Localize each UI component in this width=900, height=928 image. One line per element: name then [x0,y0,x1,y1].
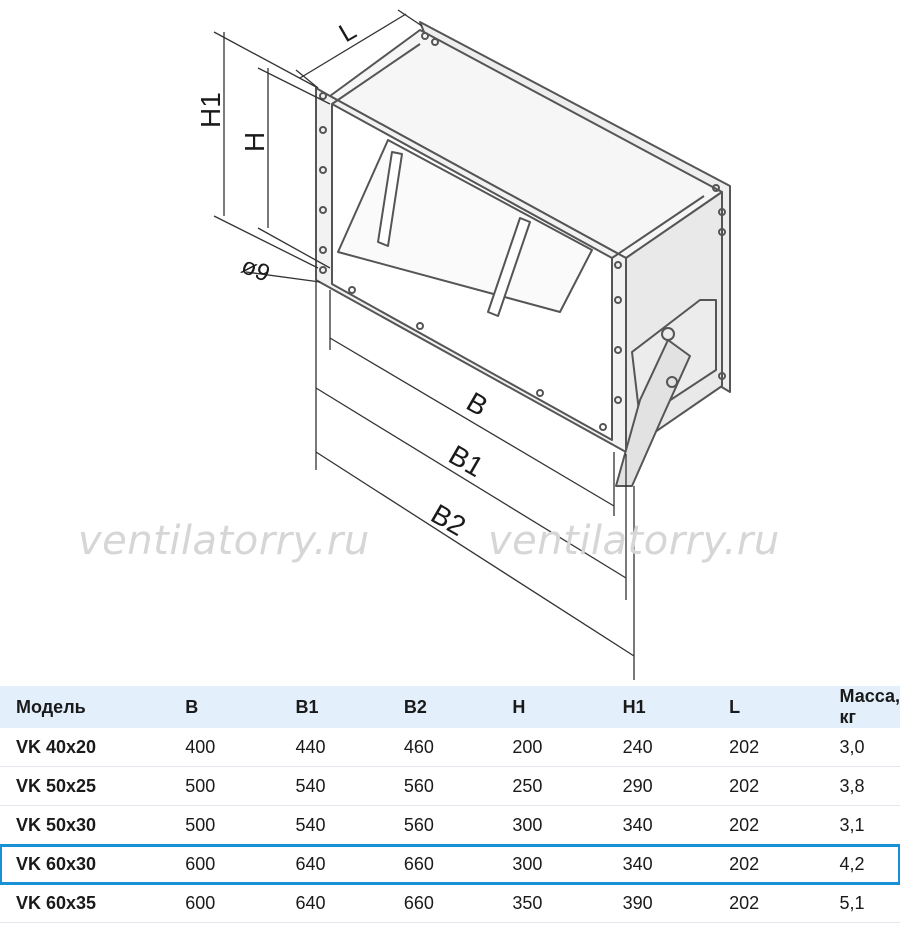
cell-h1: 290 [622,775,653,796]
dim-label-l: L [334,15,362,48]
cell-b2: 560 [403,814,434,835]
col-header-mass: Масса, кг [839,686,900,727]
col-header-b2: B2 [403,696,427,717]
cell-b2: 560 [403,775,434,796]
cell-b2: 660 [403,853,434,874]
cell-mass: 3,8 [839,775,865,796]
cell-model: VK 40x20 [16,736,97,757]
cell-b1: 440 [295,736,326,757]
cell-l: 202 [729,892,760,913]
cell-b2: 660 [403,892,434,913]
cell-b1: 540 [295,775,326,796]
cell-b1: 540 [295,814,326,835]
cell-h: 250 [512,775,543,796]
table-row-highlighted: VK 60x30 600 640 660 300 340 202 4,2 [0,843,900,885]
dim-label-h: H [239,132,270,152]
cell-h1: 390 [622,892,653,913]
table-header-row: Модель B B1 B2 H H1 L Масса, кг [0,686,900,728]
cell-b: 600 [185,853,216,874]
cell-b: 400 [185,736,216,757]
cell-model: VK 50x25 [16,775,97,796]
cell-b1: 640 [295,853,326,874]
col-header-h: H [512,696,526,717]
cell-model: VK 60x35 [16,892,97,913]
col-header-model: Модель [16,696,86,717]
col-header-l: L [729,696,741,717]
watermark: ventilatorry.ru [78,518,370,564]
cell-mass: 3,1 [839,814,865,835]
col-header-b1: B1 [295,696,319,717]
table-row: VK 50x30 500 540 560 300 340 202 3,1 [0,806,900,845]
dim-label-h1: H1 [195,92,226,128]
table-row: VK 60x35 600 640 660 350 390 202 5,1 [0,884,900,923]
col-header-b: B [185,696,199,717]
cell-l: 202 [729,853,760,874]
cell-mass: 3,0 [839,736,865,757]
cell-mass: 5,1 [839,892,865,913]
cell-b: 600 [185,892,216,913]
table-row: VK 40x20 400 440 460 200 240 202 3,0 [0,728,900,767]
cell-h: 300 [512,853,543,874]
cell-h: 200 [512,736,543,757]
table-row: VK 50x25 500 540 560 250 290 202 3,8 [0,767,900,806]
cell-h1: 340 [622,853,653,874]
dim-label-b1: B1 [444,439,489,483]
cell-l: 202 [729,775,760,796]
damper-blade-upper [337,139,593,313]
cell-b: 500 [185,775,216,796]
cell-mass: 4,2 [839,853,865,874]
dim-label-b2: B2 [426,498,471,542]
col-header-h1: H1 [622,696,646,717]
cell-l: 202 [729,736,760,757]
cell-model: VK 50x30 [16,814,97,835]
cell-h: 350 [512,892,543,913]
cell-b2: 460 [403,736,434,757]
cell-h1: 340 [622,814,653,835]
dim-label-b: B [461,386,493,422]
specifications-table: Модель B B1 B2 H H1 L Масса, кг VK 40x20… [0,686,900,923]
dim-label-diameter: ø9 [237,252,273,288]
watermark: ventilatorry.ru [488,518,780,564]
cell-h1: 240 [622,736,653,757]
cell-l: 202 [729,814,760,835]
cell-b1: 640 [295,892,326,913]
cell-model: VK 60x30 [16,853,97,874]
cell-b: 500 [185,814,216,835]
cell-h: 300 [512,814,543,835]
damper-technical-drawing: L H1 H ø9 B B1 B2 [195,9,731,680]
